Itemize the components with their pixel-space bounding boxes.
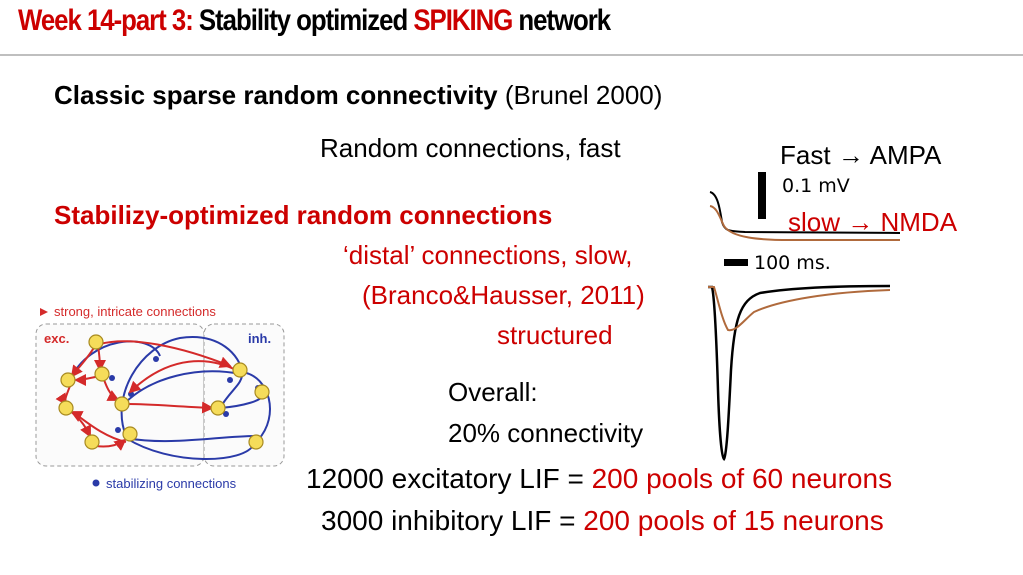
- exc-count-left: 12000 excitatory LIF =: [306, 463, 584, 494]
- inh-label: inh.: [248, 331, 271, 346]
- network-diagram: strong, intricate connections exc. inh.: [35, 304, 285, 491]
- slow-label: slow: [788, 207, 841, 237]
- slow-nmda-label: slow → NMDA: [788, 207, 957, 238]
- exc-neuron: [60, 372, 76, 388]
- slide-title: Week 14-part 3: Stability optimized SPIK…: [18, 4, 611, 38]
- time-scale-bar: [724, 259, 748, 266]
- exc-count-right: 200 pools of 60 neurons: [591, 463, 893, 494]
- branco-ref: (Branco&Hausser, 2011): [362, 280, 645, 310]
- title-prefix: Week 14-part 3:: [18, 4, 194, 37]
- scale-bars: [724, 172, 766, 266]
- title-divider: [0, 54, 1023, 56]
- exc-count-line: 12000 excitatory LIF = 200 pools of 60 n…: [306, 463, 892, 495]
- exc-neuron: [58, 400, 74, 416]
- inh-neuron: [232, 362, 248, 378]
- classic-bold: Classic sparse random connectivity: [54, 80, 498, 110]
- classic-ref: (Brunel 2000): [504, 80, 663, 110]
- arrow-icon: →: [847, 207, 874, 237]
- strong-connection-marker-icon: [40, 308, 48, 316]
- classic-heading: Classic sparse random connectivity (Brun…: [54, 80, 662, 111]
- overall-value: 20% connectivity: [448, 418, 644, 448]
- fast-ampa-label: Fast → AMPA: [780, 140, 941, 171]
- arrow-icon: →: [837, 140, 864, 170]
- voltage-scale-label: 0.1 mV: [782, 175, 850, 197]
- inh-neuron: [248, 434, 264, 450]
- exc-neuron: [88, 334, 104, 350]
- inh-count-line: 3000 inhibitory LIF = 200 pools of 15 ne…: [321, 505, 884, 537]
- random-fast-text: Random connections, fast: [320, 133, 621, 163]
- fast-label: Fast: [780, 140, 831, 170]
- legend-strong-label: strong, intricate connections: [54, 304, 216, 319]
- inh-neuron: [254, 384, 270, 400]
- overall-label: Overall:: [448, 377, 538, 407]
- slow-epsp-trace: [709, 205, 900, 241]
- title-highlight: SPIKING: [413, 4, 513, 37]
- ampa-label: AMPA: [869, 140, 942, 170]
- slow-ipsp-trace: [708, 286, 891, 332]
- exc-neuron: [84, 434, 100, 450]
- title-suffix: network: [518, 4, 611, 37]
- distal-text: ‘distal’ connections, slow,: [343, 240, 633, 270]
- inh-neuron: [210, 400, 226, 416]
- inh-population-box: [203, 323, 285, 467]
- voltage-scale-bar: [758, 172, 766, 219]
- network-nodes: [58, 334, 270, 450]
- legend-stabilizing-label: stabilizing connections: [106, 476, 237, 491]
- exc-neuron: [122, 426, 138, 442]
- time-scale-label: 100 ms.: [754, 252, 831, 274]
- exc-neuron: [114, 396, 130, 412]
- exc-neuron: [94, 366, 110, 382]
- stability-heading: Stabilizy-optimized random connections: [54, 200, 553, 230]
- fast-ipsp-trace: [708, 284, 891, 462]
- nmda-label: NMDA: [880, 207, 958, 237]
- inh-count-right: 200 pools of 15 neurons: [583, 505, 884, 536]
- psp-traces: 0.1 mV 100 ms.: [708, 172, 901, 462]
- stabilizing-connection-dot-icon: [92, 479, 100, 487]
- title-main: Stability optimized: [198, 4, 408, 37]
- exc-label: exc.: [44, 331, 69, 346]
- inh-count-left: 3000 inhibitory LIF =: [321, 505, 576, 536]
- structured-text: structured: [497, 320, 613, 350]
